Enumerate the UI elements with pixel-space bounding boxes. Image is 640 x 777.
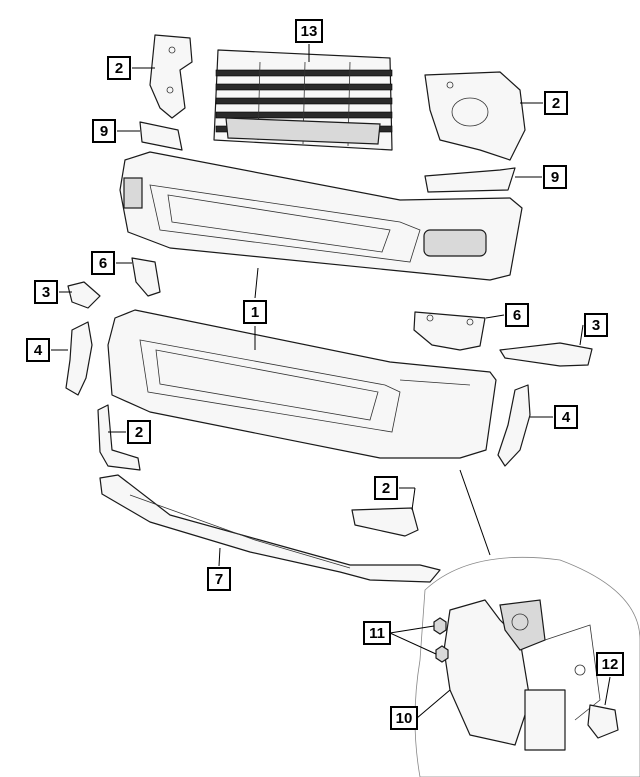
part-3-plate-right [499, 342, 593, 367]
callout-label: 3 [592, 317, 600, 334]
callout-box [505, 303, 529, 327]
callout-box [127, 420, 151, 444]
part-4-strip-right [497, 384, 531, 467]
callout-label: 2 [115, 60, 123, 77]
callout-label: 3 [42, 284, 50, 301]
callout-box [584, 313, 608, 337]
callout-label: 12 [602, 656, 619, 673]
part-4-strip-left [65, 321, 93, 396]
callout-c12: 12 [596, 652, 624, 676]
callout-box [34, 280, 58, 304]
part-13-grille [213, 49, 393, 151]
part-9-strip-right [424, 167, 516, 193]
callout-c6-right: 6 [505, 303, 529, 327]
callout-box [295, 19, 323, 43]
callout-c7: 7 [207, 567, 231, 591]
callout-box [543, 165, 567, 189]
callout-c2-mid-right: 2 [374, 476, 398, 500]
callout-label: 9 [100, 123, 108, 140]
callout-label: 2 [382, 480, 390, 497]
part-2-bracket-mid-right [351, 507, 419, 537]
callout-label: 2 [552, 95, 560, 112]
callout-box [596, 652, 624, 676]
callout-c13: 13 [295, 19, 323, 43]
part-9-strip-left [139, 121, 183, 151]
callout-c3-left: 3 [34, 280, 58, 304]
part-1-bumper-lower [107, 309, 497, 459]
callout-label: 4 [34, 342, 43, 359]
callout-box [544, 91, 568, 115]
callout-c6-left: 6 [91, 251, 115, 275]
callout-c2-top-right: 2 [544, 91, 568, 115]
part-11-nuts [433, 617, 449, 663]
callout-label: 6 [99, 255, 107, 272]
callout-box [554, 405, 578, 429]
callout-label: 6 [513, 307, 521, 324]
callout-label: 2 [135, 424, 143, 441]
part-10-mount-bracket [443, 599, 601, 751]
part-2-bracket-top-right [424, 71, 526, 161]
callout-label: 7 [215, 571, 223, 588]
callout-box [374, 476, 398, 500]
callout-c9-left: 9 [92, 119, 116, 143]
callout-label: 13 [301, 23, 318, 40]
callout-label: 1 [251, 304, 259, 321]
callout-c11: 11 [363, 621, 391, 645]
callout-box [363, 621, 391, 645]
part-7-valance [99, 474, 441, 583]
part-6-bracket-right [413, 311, 486, 351]
part-3-plate-left [67, 281, 101, 309]
part-2-bracket-top-left [149, 34, 193, 119]
callout-label: 10 [396, 710, 413, 727]
callout-c9-right: 9 [543, 165, 567, 189]
callout-c2-mid-left: 2 [127, 420, 151, 444]
callout-label: 4 [562, 409, 571, 426]
callout-box [390, 706, 418, 730]
callout-c2-top-left: 2 [107, 56, 131, 80]
callout-c4-left: 4 [26, 338, 50, 362]
detail-view [414, 469, 640, 777]
callout-c3-right: 3 [584, 313, 608, 337]
callout-box [26, 338, 50, 362]
part-12-clip [587, 704, 619, 739]
callout-box [92, 119, 116, 143]
callout-box [91, 251, 115, 275]
part-1-bumper-upper [119, 151, 523, 281]
leader-lines [51, 44, 611, 719]
callout-c4-right: 4 [554, 405, 578, 429]
callout-label: 9 [551, 169, 559, 186]
part-6-bracket-left [131, 257, 161, 297]
part-2-bracket-mid-left [97, 404, 141, 471]
callout-box [243, 300, 267, 324]
callout-c1: 1 [243, 300, 267, 324]
callout-label: 11 [369, 625, 385, 642]
callout-box [107, 56, 131, 80]
callout-c10: 10 [390, 706, 418, 730]
callout-box [207, 567, 231, 591]
